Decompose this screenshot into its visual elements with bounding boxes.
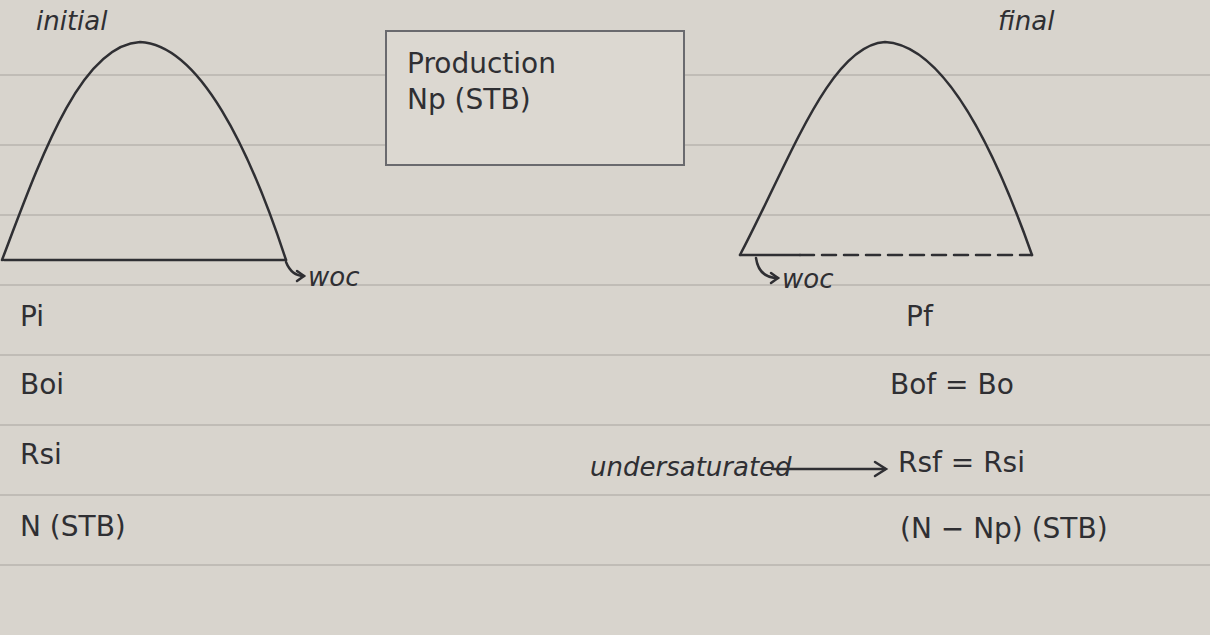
box-heading: Production	[407, 46, 663, 82]
property-label: Boi	[20, 368, 64, 402]
state-title: initial	[36, 6, 108, 37]
property-label: (N − Np) (STB)	[900, 512, 1108, 546]
property-label: Bof = Bo	[890, 368, 1014, 402]
box-body: Np (STB)	[407, 82, 663, 118]
contact-label: woc	[782, 264, 833, 295]
property-label: Rsi	[20, 438, 62, 472]
note-label: undersaturated	[590, 452, 792, 483]
property-label: Rsf = Rsi	[898, 446, 1025, 480]
production-box: ProductionNp (STB)	[385, 30, 685, 166]
state-title: final	[998, 6, 1054, 37]
property-label: Pf	[906, 300, 933, 334]
property-label: N (STB)	[20, 510, 126, 544]
property-label: Pi	[20, 300, 44, 334]
contact-label: woc	[308, 262, 359, 293]
